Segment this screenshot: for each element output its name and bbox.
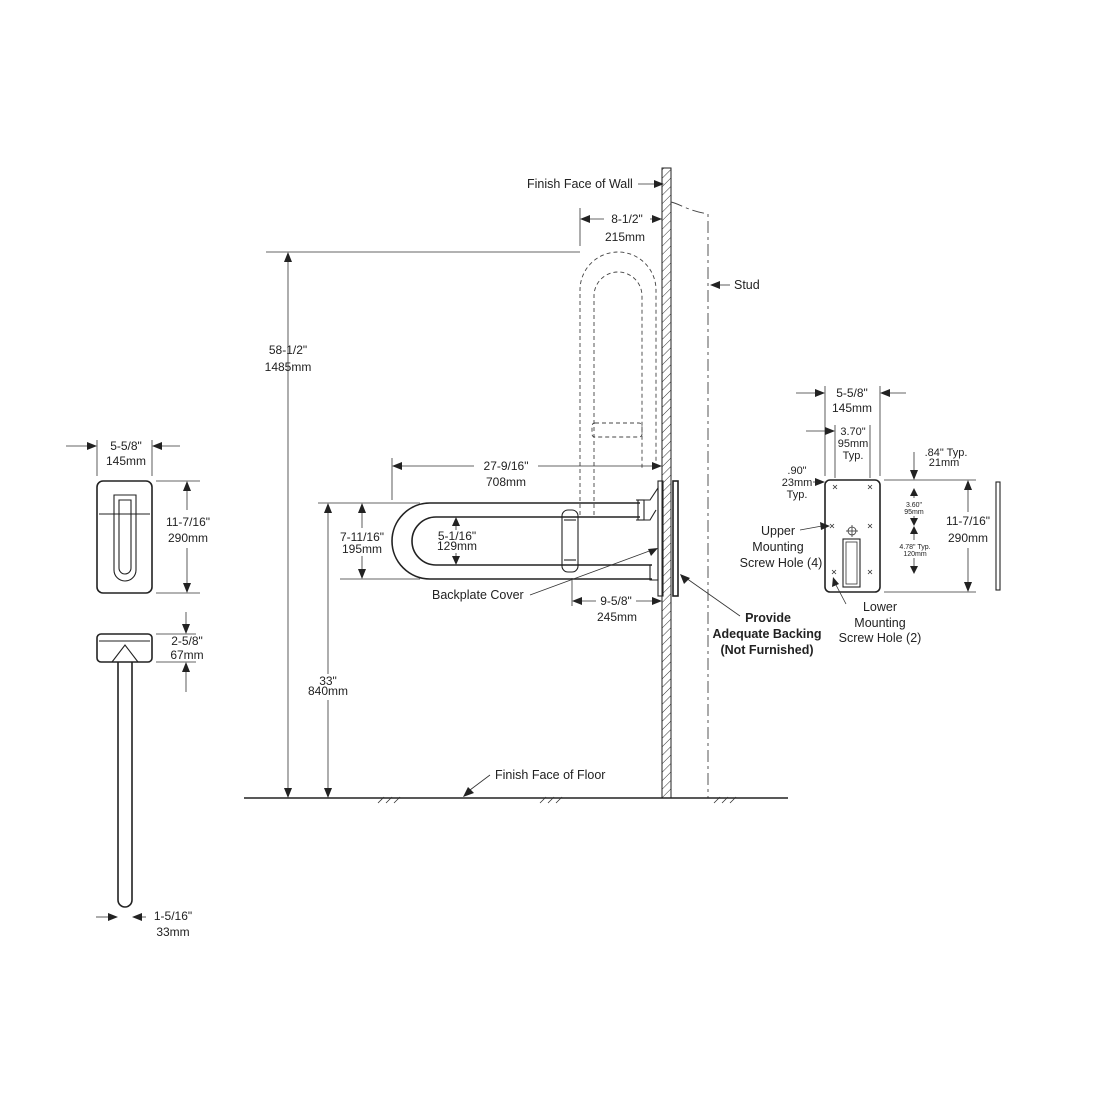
front-height-in: 11-7/16" xyxy=(166,515,210,529)
label-lower-1: Lower xyxy=(863,600,897,614)
stud-line xyxy=(670,201,709,798)
detail-backplate xyxy=(824,479,881,593)
detail-height-in: 11-7/16" xyxy=(946,514,990,528)
detail-hole-span-in: 3.70" xyxy=(840,426,865,438)
dim-inner-gap-in: 5-1/16" xyxy=(438,529,476,543)
label-backplate-cover: Backplate Cover xyxy=(432,588,524,602)
label-lower-3: Screw Hole (2) xyxy=(839,631,922,645)
front-view: 5-5/8" 145mm 11-7/16" 290mm xyxy=(66,439,210,594)
label-lower-2: Mounting xyxy=(854,616,905,630)
top-tube-in: 1-5/16" xyxy=(154,909,192,923)
dim-overall-height-mm: 1485mm xyxy=(265,360,312,374)
side-view: 58-1/2" 1485mm 8-1/2" 215mm 27-9/16" 708… xyxy=(244,167,822,804)
dim-bar-length: 27-9/16" 708mm xyxy=(391,458,662,500)
dim-projection-in: 9-5/8" xyxy=(600,594,632,608)
detail-v-spacing-in: 3.60" xyxy=(906,502,923,509)
top-view: 2-5/8" 67mm 1-5/16" 33mm xyxy=(96,612,204,939)
detail-h-spacing-mm: 120mm xyxy=(903,551,927,558)
front-bar-loop xyxy=(113,494,137,582)
dim-bar-length-in: 27-9/16" xyxy=(484,459,529,473)
backplate-detail: 5-5/8" 145mm 3.70" 95mm Typ. .90" 23mm T… xyxy=(740,386,1001,645)
top-backplate xyxy=(96,633,153,663)
detail-top-in: .84" Typ. xyxy=(925,447,968,459)
dim-raised-depth-in: 8-1/2" xyxy=(611,212,643,226)
callout-finish-face-wall: Finish Face of Wall xyxy=(527,177,664,191)
dim-inner-gap-mm: 129mm xyxy=(437,539,477,553)
label-adequate-backing: Adequate Backing xyxy=(712,627,821,641)
detail-edge-mm: 23mm xyxy=(782,477,813,489)
floor-ticks xyxy=(377,796,737,804)
dim-projection-mm: 245mm xyxy=(597,610,637,624)
label-provide: Provide xyxy=(745,611,791,625)
callout-finish-face-floor: Finish Face of Floor xyxy=(463,768,605,797)
callout-provide-backing: Provide Adequate Backing (Not Furnished) xyxy=(680,574,822,657)
dim-inner-gap: 5-1/16" 129mm xyxy=(437,517,477,565)
detail-height-mm: 290mm xyxy=(948,531,988,545)
detail-width-in: 5-5/8" xyxy=(836,386,868,400)
dim-bar-length-mm: 708mm xyxy=(486,475,526,489)
dim-raised-depth: 8-1/2" 215mm xyxy=(579,208,662,246)
detail-side-profile xyxy=(995,481,1001,591)
label-finish-face-wall: Finish Face of Wall xyxy=(527,177,633,191)
label-not-furnished: (Not Furnished) xyxy=(720,643,813,657)
raised-bar-outline xyxy=(579,251,657,515)
label-finish-face-floor: Finish Face of Floor xyxy=(495,768,605,782)
dim-bar-height-mm: 195mm xyxy=(342,542,382,556)
top-tube xyxy=(117,662,133,908)
dim-bar-height: 7-11/16" 195mm xyxy=(318,502,420,580)
front-width-in: 5-5/8" xyxy=(110,439,142,453)
dim-raised-depth-mm: 215mm xyxy=(605,230,645,244)
detail-width-mm: 145mm xyxy=(832,401,872,415)
detail-top-mm: 21mm xyxy=(929,457,960,469)
top-tube-mm: 33mm xyxy=(156,925,189,939)
detail-v-spacing-mm: 95mm xyxy=(904,509,924,516)
backplate xyxy=(657,480,664,597)
detail-edge-typ: Typ. xyxy=(787,489,808,501)
top-depth-mm: 67mm xyxy=(170,648,203,662)
front-height-mm: 290mm xyxy=(168,531,208,545)
dim-floor-height-mm: 840mm xyxy=(308,684,348,698)
label-stud: Stud xyxy=(734,278,760,292)
detail-hole-span-typ: Typ. xyxy=(843,450,864,462)
detail-hole-span-mm: 95mm xyxy=(838,438,869,450)
dim-floor-height-in: 33" xyxy=(319,674,337,688)
label-upper-3: Screw Hole (4) xyxy=(740,556,823,570)
dim-overall-height: 58-1/2" 1485mm xyxy=(265,251,580,798)
top-depth-in: 2-5/8" xyxy=(171,634,203,648)
backplate-cover xyxy=(672,480,679,597)
callout-stud: Stud xyxy=(710,278,760,292)
detail-h-spacing-in: 4.78" Typ. xyxy=(899,544,930,551)
dim-overall-height-in: 58-1/2" xyxy=(269,343,307,357)
screw-holes xyxy=(829,484,873,575)
label-upper-2: Mounting xyxy=(752,540,803,554)
detail-edge-in: .90" xyxy=(787,465,806,477)
front-width-mm: 145mm xyxy=(106,454,146,468)
dim-bar-height-in: 7-11/16" xyxy=(340,530,384,544)
front-backplate xyxy=(96,480,153,594)
dim-projection: 9-5/8" 245mm xyxy=(571,578,662,624)
dim-floor-height: 33" 840mm xyxy=(308,503,348,798)
grab-bar-lowered xyxy=(391,486,659,581)
label-upper-1: Upper xyxy=(761,524,795,538)
callout-backplate-cover: Backplate Cover xyxy=(432,548,658,602)
